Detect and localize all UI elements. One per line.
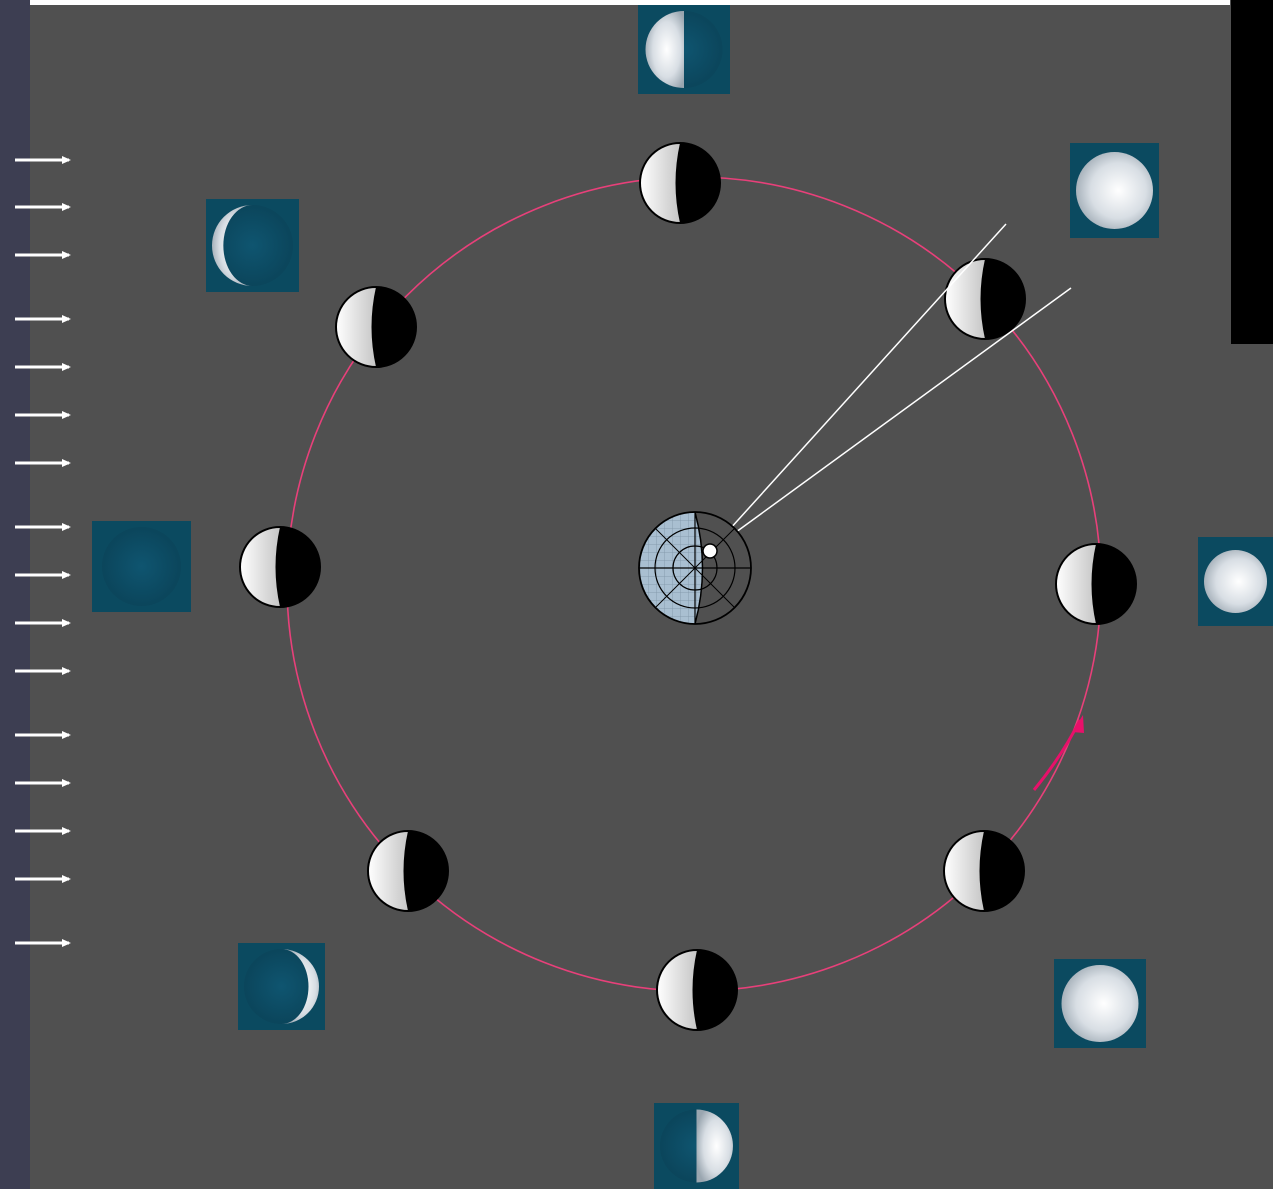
- orbit-moon: [656, 949, 738, 1031]
- earth-outline: [638, 511, 752, 625]
- phase-view-new-moon: [92, 521, 191, 612]
- left-edge-strip: [0, 0, 30, 1189]
- phase-view-waning-crescent: [206, 199, 299, 292]
- right-edge-block: [1231, 0, 1273, 344]
- phase-view-waxing-gibbous: [1070, 143, 1159, 238]
- phase-view-full-moon: [1198, 537, 1273, 626]
- phase-view-first-quarter: [638, 5, 730, 94]
- phase-views: [92, 5, 1273, 1189]
- orbit-direction-arrow-head: [1072, 715, 1084, 733]
- phase-view-waxing-crescent: [238, 943, 325, 1030]
- sightline-upper: [709, 223, 1007, 552]
- earth-globe: [638, 511, 752, 625]
- phase-view-last-quarter: [654, 1103, 739, 1189]
- top-edge-bar: [30, 0, 1230, 5]
- orbit-moon: [639, 142, 721, 224]
- orbit-moons: [239, 142, 1137, 1031]
- phase-view-waning-gibbous: [1054, 959, 1146, 1048]
- orbit-moon: [335, 286, 417, 368]
- sightline-lower: [709, 287, 1072, 552]
- sunlight-arrows: [15, 156, 71, 947]
- orbit-moon: [239, 526, 321, 608]
- orbit-moon: [943, 830, 1025, 912]
- orbit-moon: [367, 830, 449, 912]
- observer-marker: [702, 543, 718, 559]
- orbit-moon: [944, 258, 1026, 340]
- orbit-moon: [1055, 543, 1137, 625]
